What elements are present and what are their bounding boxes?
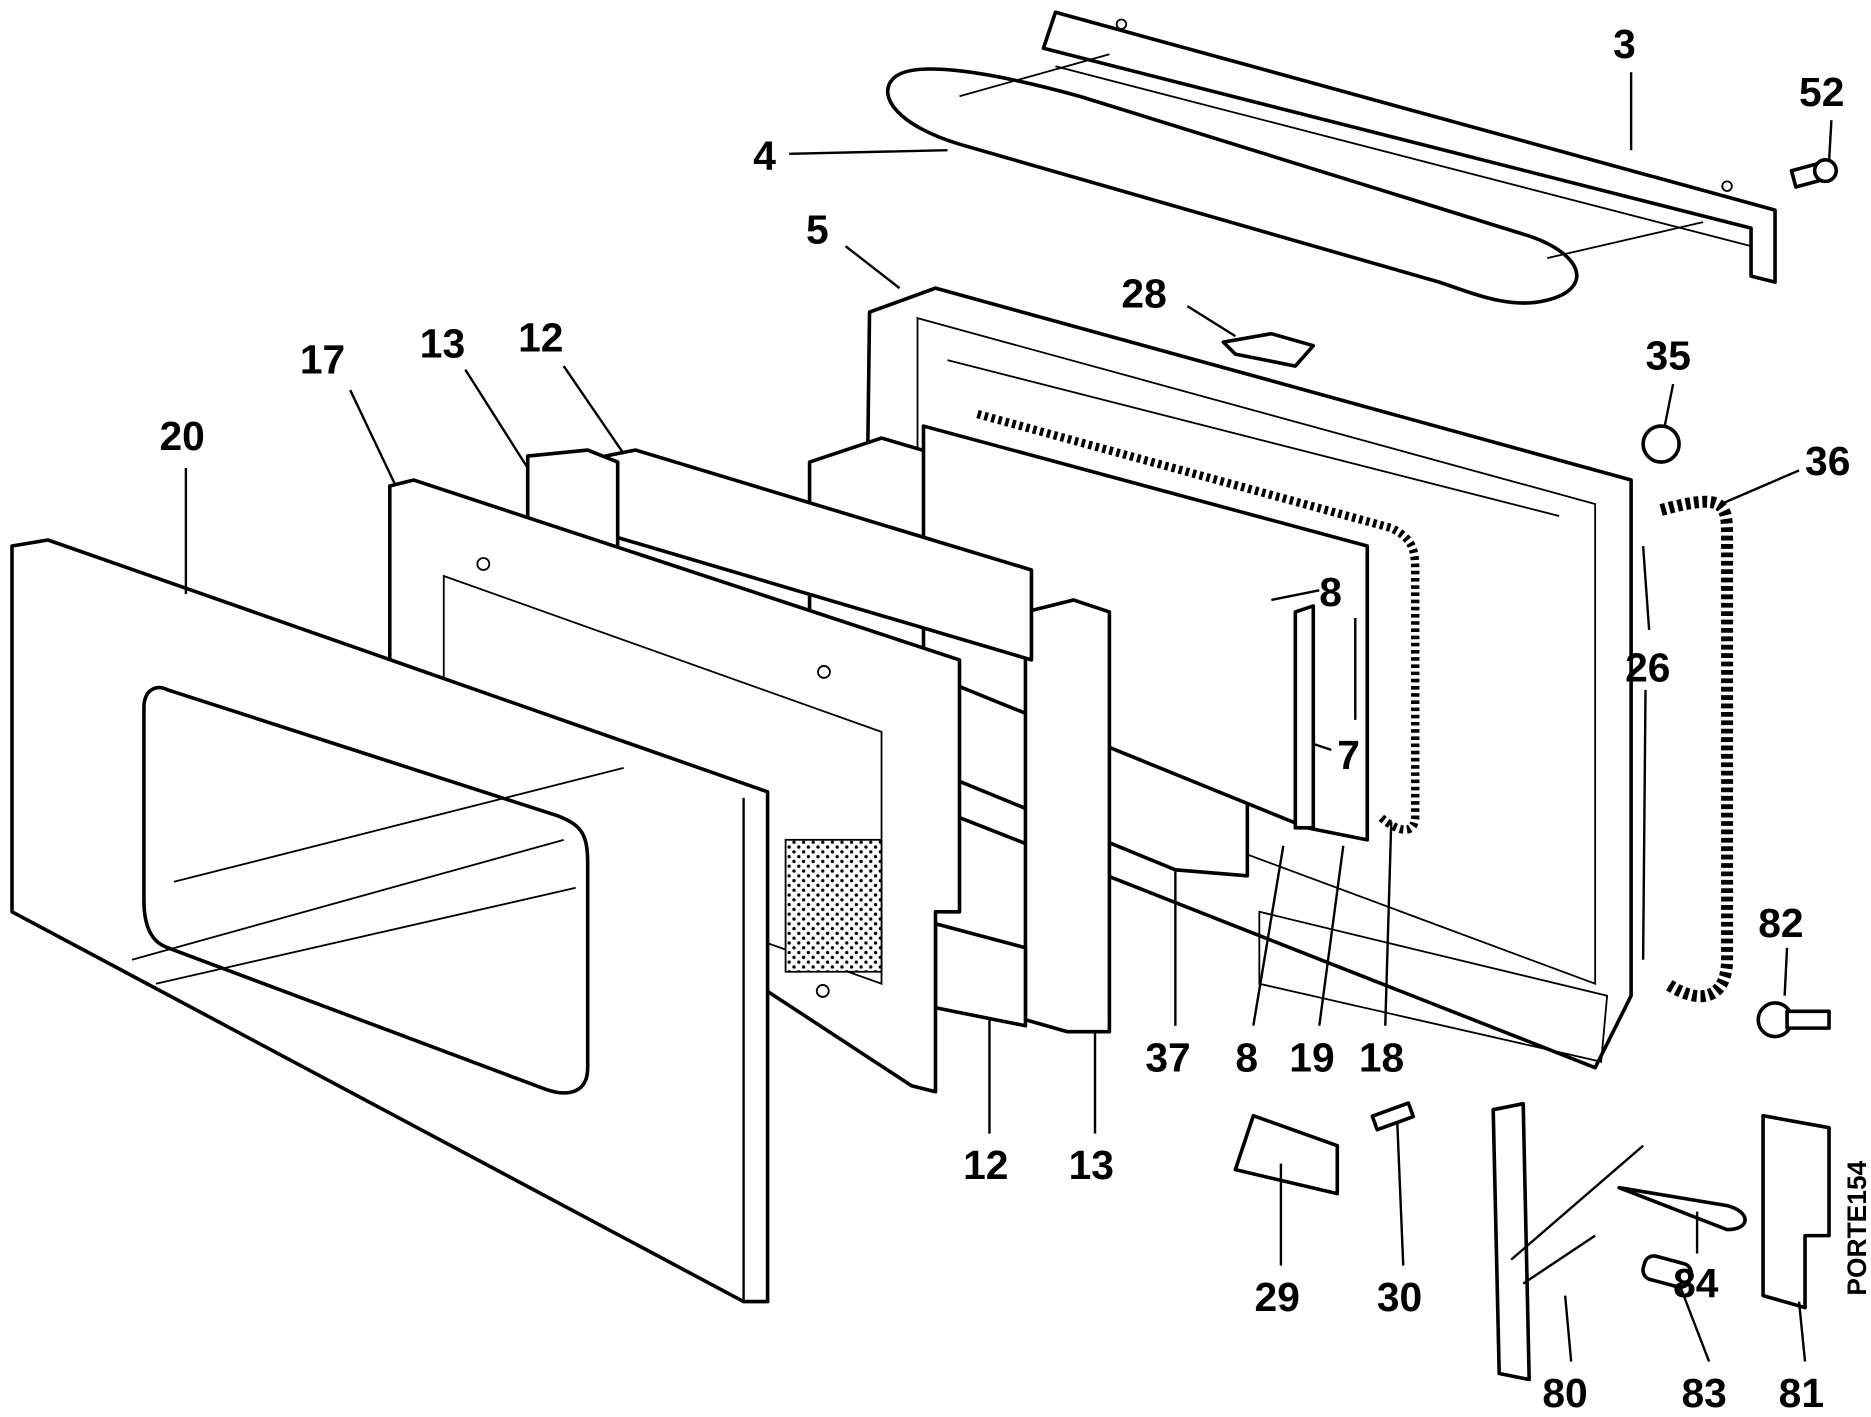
part-84-lever: [1617, 1185, 1747, 1232]
label-84: 84: [1673, 1260, 1719, 1306]
part-80-hinge: [1491, 1101, 1531, 1382]
label-12-top: 12: [518, 315, 563, 361]
label-5: 5: [806, 207, 829, 253]
part-7-strip: [1293, 604, 1316, 830]
label-17: 17: [300, 336, 345, 382]
diagram-code: PORTE154: [1842, 1160, 1871, 1295]
part-35-nut: [1641, 424, 1681, 464]
label-8-bottom: 8: [1235, 1034, 1258, 1080]
part-20-outer-door: [10, 538, 770, 1304]
part-12-insulation-bottom: [933, 921, 1028, 1028]
part-19-glass-pane: [921, 424, 1370, 842]
label-3: 3: [1613, 21, 1636, 67]
label-83: 83: [1682, 1370, 1727, 1416]
part-number-labels: 3 52 4 5 28 35 36 17 13 12 20 8 7 26 82 …: [160, 21, 1871, 1416]
part-36-gasket: [1659, 495, 1734, 1003]
label-81: 81: [1779, 1370, 1824, 1416]
label-35: 35: [1646, 333, 1691, 379]
part-18-seal: [976, 410, 1420, 834]
part-29-bracket: [1233, 1113, 1340, 1196]
part-13-insulation-right: [1023, 598, 1112, 1034]
label-30: 30: [1377, 1274, 1422, 1320]
label-28: 28: [1121, 270, 1166, 316]
part-52-screw: [1789, 157, 1839, 189]
part-3-top-rail: [1041, 10, 1777, 284]
label-7: 7: [1337, 732, 1360, 778]
label-37: 37: [1145, 1034, 1190, 1080]
label-82: 82: [1758, 900, 1803, 946]
label-4: 4: [753, 132, 776, 178]
label-29: 29: [1255, 1274, 1300, 1320]
leader-lines: [184, 72, 1833, 1362]
part-28-clip: [1221, 331, 1316, 368]
label-8-top: 8: [1319, 569, 1342, 615]
label-13-top: 13: [420, 321, 465, 367]
part-30-screw: [1370, 1101, 1416, 1132]
label-19: 19: [1289, 1034, 1334, 1080]
label-12-bottom: 12: [963, 1142, 1008, 1188]
part-81-hinge-bracket: [1761, 1113, 1831, 1310]
label-80: 80: [1542, 1370, 1587, 1416]
label-26: 26: [1625, 645, 1670, 691]
label-20: 20: [160, 413, 205, 459]
part-4-handle: [886, 53, 1704, 305]
label-18: 18: [1359, 1034, 1404, 1080]
part-82-pin: [1756, 1001, 1831, 1039]
label-13-bottom: 13: [1069, 1142, 1114, 1188]
label-36: 36: [1805, 438, 1850, 484]
label-52: 52: [1799, 69, 1844, 115]
part-83-plate: [1641, 1254, 1694, 1290]
